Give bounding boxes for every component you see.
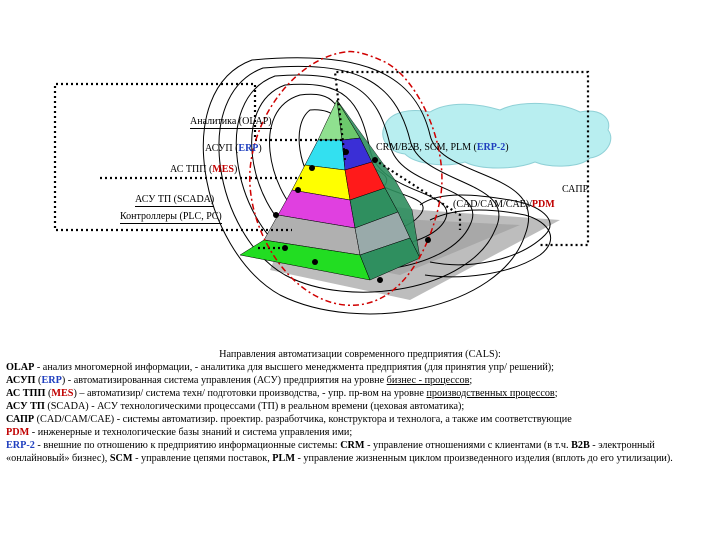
desc-sapr: САПР (CAD/CAM/CAE) - системы автоматизир… bbox=[6, 414, 572, 425]
label-astpp: АС ТПП (MES) bbox=[170, 164, 238, 175]
pyramid-far-face bbox=[336, 99, 421, 259]
label-controllers: Контроллеры (PLC, PC) bbox=[120, 211, 222, 224]
cloud-shape bbox=[382, 103, 612, 169]
label-asutp: АСУ ТП (SCADA) bbox=[135, 194, 215, 207]
desc-erp2: ERP-2 - внешние по отношению к предприят… bbox=[6, 440, 673, 464]
label-olap: Аналитика (OLAP) bbox=[190, 116, 272, 129]
label-asup: АСУП (ERP) bbox=[205, 143, 262, 154]
label-sapr-systems: (CAD/CAM/CAE)/PDM bbox=[453, 199, 555, 210]
desc-asup: АСУП (ERP) - автоматизированная система … bbox=[6, 375, 473, 386]
desc-astpp: АС ТПП (MES) – автоматизир/ система техн… bbox=[6, 388, 558, 399]
description-title: Направления автоматизации современного п… bbox=[219, 349, 501, 360]
contour-lines-right bbox=[419, 194, 552, 278]
label-sapr: САПР bbox=[562, 184, 589, 195]
desc-olap: OLAP - анализ многомерной информации, - … bbox=[6, 362, 555, 373]
frame-dotted-lines bbox=[53, 70, 590, 250]
cals-pyramid-diagram bbox=[53, 50, 612, 315]
red-dashed-outline bbox=[249, 50, 443, 306]
label-crm: CRM/B2B, SCM, PLM (ERP-2) bbox=[376, 142, 509, 153]
description-text: Направления автоматизации современного п… bbox=[6, 348, 714, 465]
desc-asutp: АСУ ТП (SCADA) - АСУ технологическими пр… bbox=[6, 401, 465, 412]
desc-pdm: PDM - инженерные и технологические базы … bbox=[6, 427, 353, 438]
marker-dots bbox=[273, 149, 431, 283]
